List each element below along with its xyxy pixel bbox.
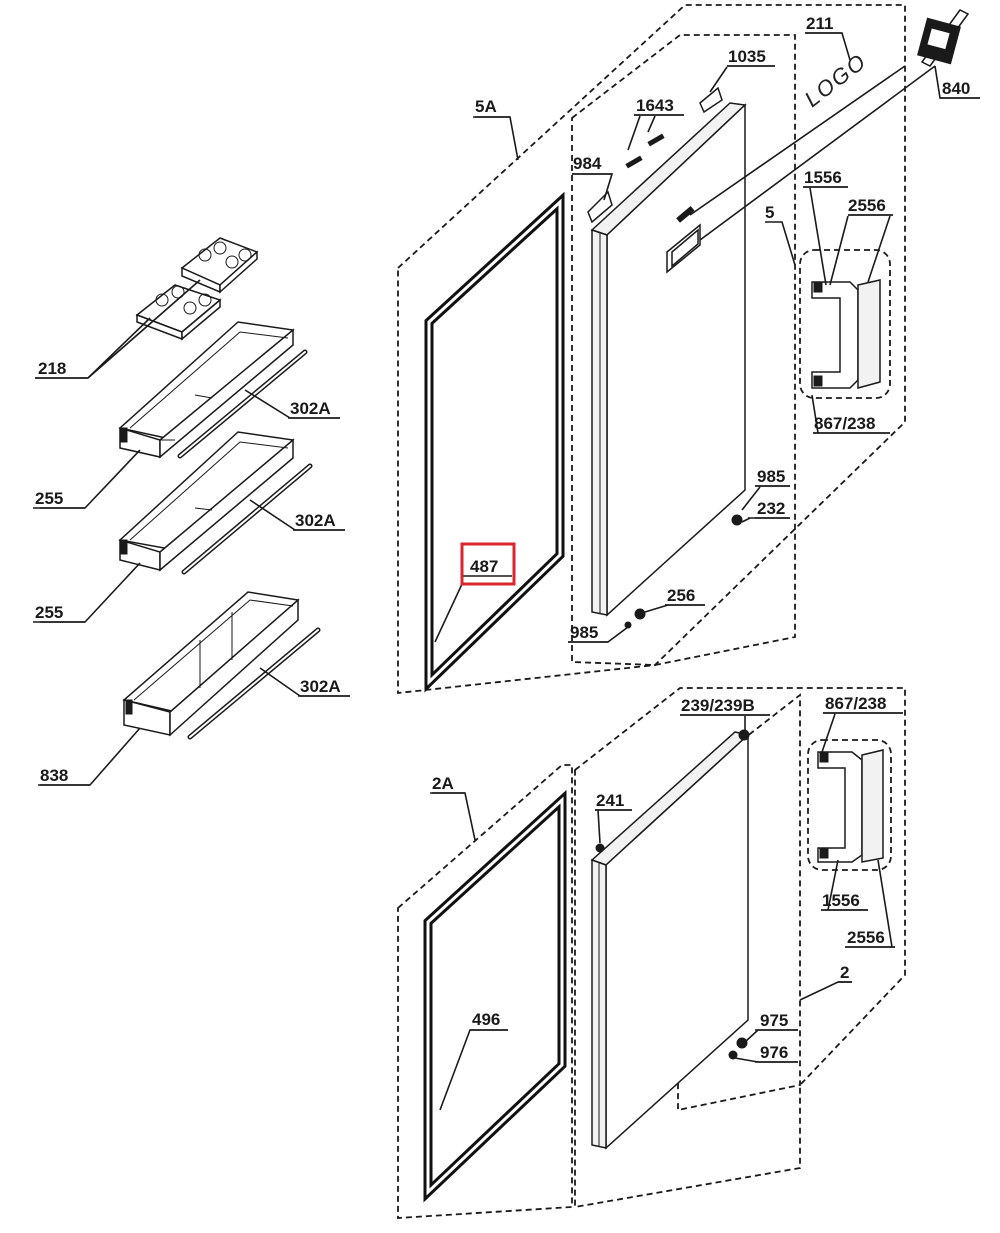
label-985-upper: 985 [757,467,785,486]
label-976: 976 [760,1043,788,1062]
label-1556-lower: 1556 [822,891,860,910]
label-2: 2 [840,963,849,982]
label-2556-upper: 2556 [848,196,886,215]
bin-255-upper-part [118,321,295,459]
label-218: 218 [38,359,66,378]
label-256: 256 [667,586,695,605]
label-984: 984 [573,154,602,173]
label-5a: 5A [475,97,497,116]
label-985-lower: 985 [570,623,598,642]
label-255-upper: 255 [35,489,63,508]
rod-302a-middle-part [181,463,313,575]
label-underlines [33,32,980,1063]
bin-255-lower-part [118,431,295,572]
gasket-496-part [423,789,567,1203]
label-239-239b: 239/239B [681,696,755,715]
logo-text: LOGO [800,48,872,112]
label-975: 975 [760,1011,788,1030]
handle-upper-part [811,279,881,389]
clip-218-part [135,237,259,341]
label-302a-middle: 302A [295,511,336,530]
label-867-238-upper: 867/238 [814,414,875,433]
label-838: 838 [40,766,68,785]
label-241: 241 [596,791,624,810]
label-1035: 1035 [728,47,766,66]
handle-lower-part [817,749,884,863]
label-232: 232 [757,499,785,518]
label-487: 487 [470,557,498,576]
label-867-238-lower: 867/238 [825,694,886,713]
highlight-box-487 [460,542,516,586]
label-496: 496 [472,1010,500,1029]
label-2a: 2A [432,774,454,793]
label-2556-lower: 2556 [847,928,885,947]
label-1556-upper: 1556 [804,168,842,187]
label-255-lower: 255 [35,603,63,622]
label-302a-upper: 302A [290,399,331,418]
label-302a-lower: 302A [300,677,341,696]
rod-302a-upper-part [177,349,308,459]
gasket-487-part [424,191,565,693]
label-1643: 1643 [636,96,674,115]
label-840: 840 [942,79,970,98]
callout-labels: 218 255 255 838 302A 302A 302A 5A 487 2A… [35,14,970,1062]
lower-door-panel-part [590,729,750,1150]
label-211: 211 [806,14,833,33]
rod-302a-lower-part [187,627,321,740]
bin-838-part [122,591,300,737]
leader-lines [35,32,980,1111]
label-5: 5 [765,203,774,222]
